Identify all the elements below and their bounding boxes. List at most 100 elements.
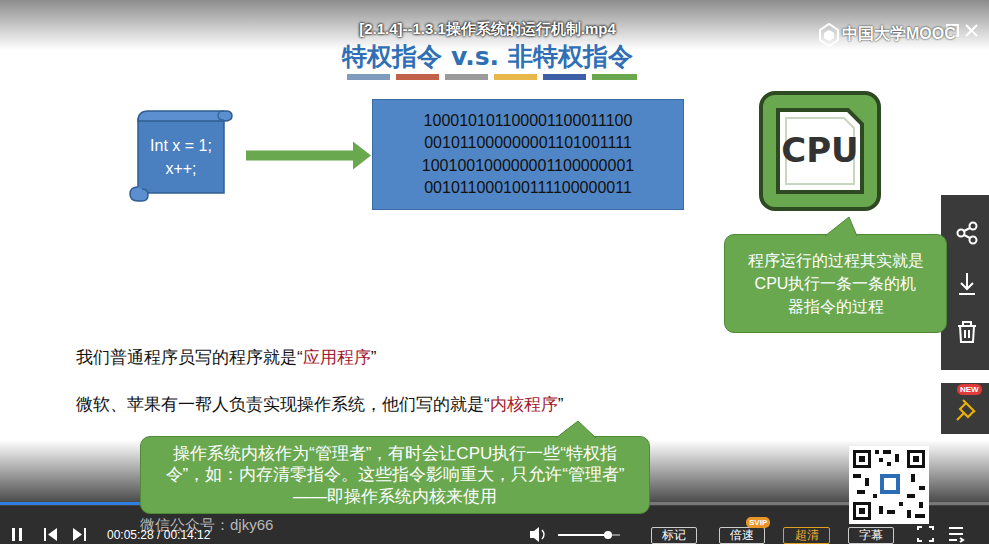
qr-code [873, 494, 877, 498]
node-text: CPU [770, 132, 870, 169]
qr-code [919, 502, 923, 508]
logo-icon [820, 24, 838, 46]
qr-code [853, 450, 925, 520]
qr-code [907, 450, 925, 468]
screen-icons [918, 527, 933, 541]
title-color-bars [347, 74, 390, 80]
qr-code [884, 478, 896, 490]
qr-code [907, 510, 911, 518]
qr-code [919, 486, 925, 490]
playback-icons [19, 528, 22, 541]
qr-code [907, 494, 915, 498]
qr-code [879, 506, 883, 514]
time-display: 00:05:28 / 00:14:12 [107, 528, 210, 542]
screen-icons [918, 527, 963, 542]
player-button: 倍速 [719, 527, 765, 544]
text-line: 微软、苹果有一帮人负责实现操作系统，他们写的就是“内核程序” [76, 393, 563, 416]
download-icon [959, 273, 975, 294]
flow-arrow [246, 151, 353, 161]
playback-icons [44, 528, 46, 541]
callout-bubble: 程序运行的过程其实就是CPU执行一条一条的机器指令的过程 [724, 234, 947, 333]
player-button: 标记 [651, 527, 697, 544]
machine-code-box: 100010101100001100011100 001011000000001… [372, 99, 684, 210]
qr-code [849, 446, 929, 524]
highlight-text: 内核程序 [490, 395, 558, 414]
qr-code [895, 454, 899, 462]
node-body: CPU [758, 90, 882, 212]
site-logo: 中国大学MOOC [842, 24, 956, 45]
side-toolbar [941, 195, 989, 370]
node-body: Int x = 1; x++; [128, 107, 234, 204]
qr-code [865, 478, 869, 486]
logo-icon [820, 24, 838, 46]
playback-icons [48, 528, 57, 541]
node-body: 标记 [652, 528, 696, 543]
node-text: 100010101100001100011100 001011000000001… [408, 110, 648, 200]
qr-code [911, 474, 915, 482]
body-text: ” [371, 348, 377, 367]
node-text: 标记 [654, 528, 694, 542]
window-buttons [966, 25, 977, 36]
body-text: 微软、苹果有一帮人负责实现操作系统，他们写的就是“ [76, 395, 490, 414]
side-toolbar [941, 383, 989, 434]
volume-control [530, 527, 620, 542]
node-text: Int x = 1; x++; [140, 135, 222, 180]
title-color-bars [592, 74, 637, 80]
node-body: 程序运行的过程其实就是CPU执行一条一条的机器指令的过程 [725, 235, 946, 332]
qr-code [859, 456, 919, 514]
qr-code [849, 446, 929, 524]
highlight-text: 应用程序 [303, 348, 371, 367]
title-color-bars [543, 74, 586, 80]
pin-icon [957, 400, 975, 420]
qr-code [856, 505, 868, 517]
node-text: 字幕 [851, 528, 891, 542]
volume-control [542, 530, 544, 539]
node-body: 操作系统内核作为“管理者”，有时会让CPU执行一些“特权指令”，如：内存清零指令… [141, 437, 649, 513]
slide-title: 特权指令 v.s. 非特权指令 [0, 40, 975, 73]
title-color-bars [494, 74, 537, 80]
callout-bubble: 操作系统内核作为“管理者”，有时会让CPU执行一些“特权指令”，如：内存清零指令… [140, 436, 650, 514]
video-title: [2.1.4]--1.3.1操作系统的运行机制.mp4 [0, 20, 975, 39]
playback-icons [12, 528, 15, 541]
playback-icons [12, 528, 86, 541]
node-body: 100010101100001100011100 001011000000001… [373, 100, 683, 209]
node-text: 倍速 [722, 528, 762, 542]
trash-icon [958, 322, 976, 342]
share-icon [970, 237, 977, 244]
cpu-icon: CPU [758, 90, 882, 212]
node-text: 超清 [786, 528, 827, 542]
qr-code [856, 453, 868, 465]
side-toolbar [941, 195, 989, 434]
node-body: 字幕 [849, 528, 893, 543]
qr-code [856, 453, 922, 517]
qr-code [875, 450, 879, 454]
code-scroll: Int x = 1; x++; [128, 107, 234, 204]
body-text: ” [558, 395, 564, 414]
qr-code [883, 450, 891, 454]
qr-code [910, 453, 922, 465]
qr-code [887, 510, 895, 514]
player-button: 字幕 [848, 527, 894, 544]
qr-code [859, 456, 865, 462]
svip-badge: SVIP [746, 517, 770, 528]
qr-code [915, 514, 925, 518]
node-body: 超清 [784, 528, 829, 543]
qr-code [887, 462, 891, 466]
title-color-bars [445, 74, 488, 80]
node-text: 程序运行的过程其实就是CPU执行一条一条的机器指令的过程 [748, 249, 924, 319]
qr-code [913, 456, 919, 462]
node-text: 操作系统内核作为“管理者”，有时会让CPU执行一些“特权指令”，如：内存清零指令… [161, 443, 629, 507]
body-text: 我们普通程序员写的程序就是“ [76, 348, 303, 367]
download-icon [959, 273, 975, 294]
qr-code [853, 502, 871, 520]
screen-icons [949, 528, 963, 542]
playback-icons [73, 528, 82, 541]
share-icon [958, 230, 965, 237]
text-line: 我们普通程序员写的程序就是“应用程序” [76, 346, 376, 369]
volume-control [558, 534, 608, 536]
playback-icons [84, 528, 86, 541]
qr-code [899, 502, 903, 506]
logo-icon [824, 30, 834, 41]
share-icon [970, 223, 977, 230]
title-color-bars [347, 74, 637, 80]
